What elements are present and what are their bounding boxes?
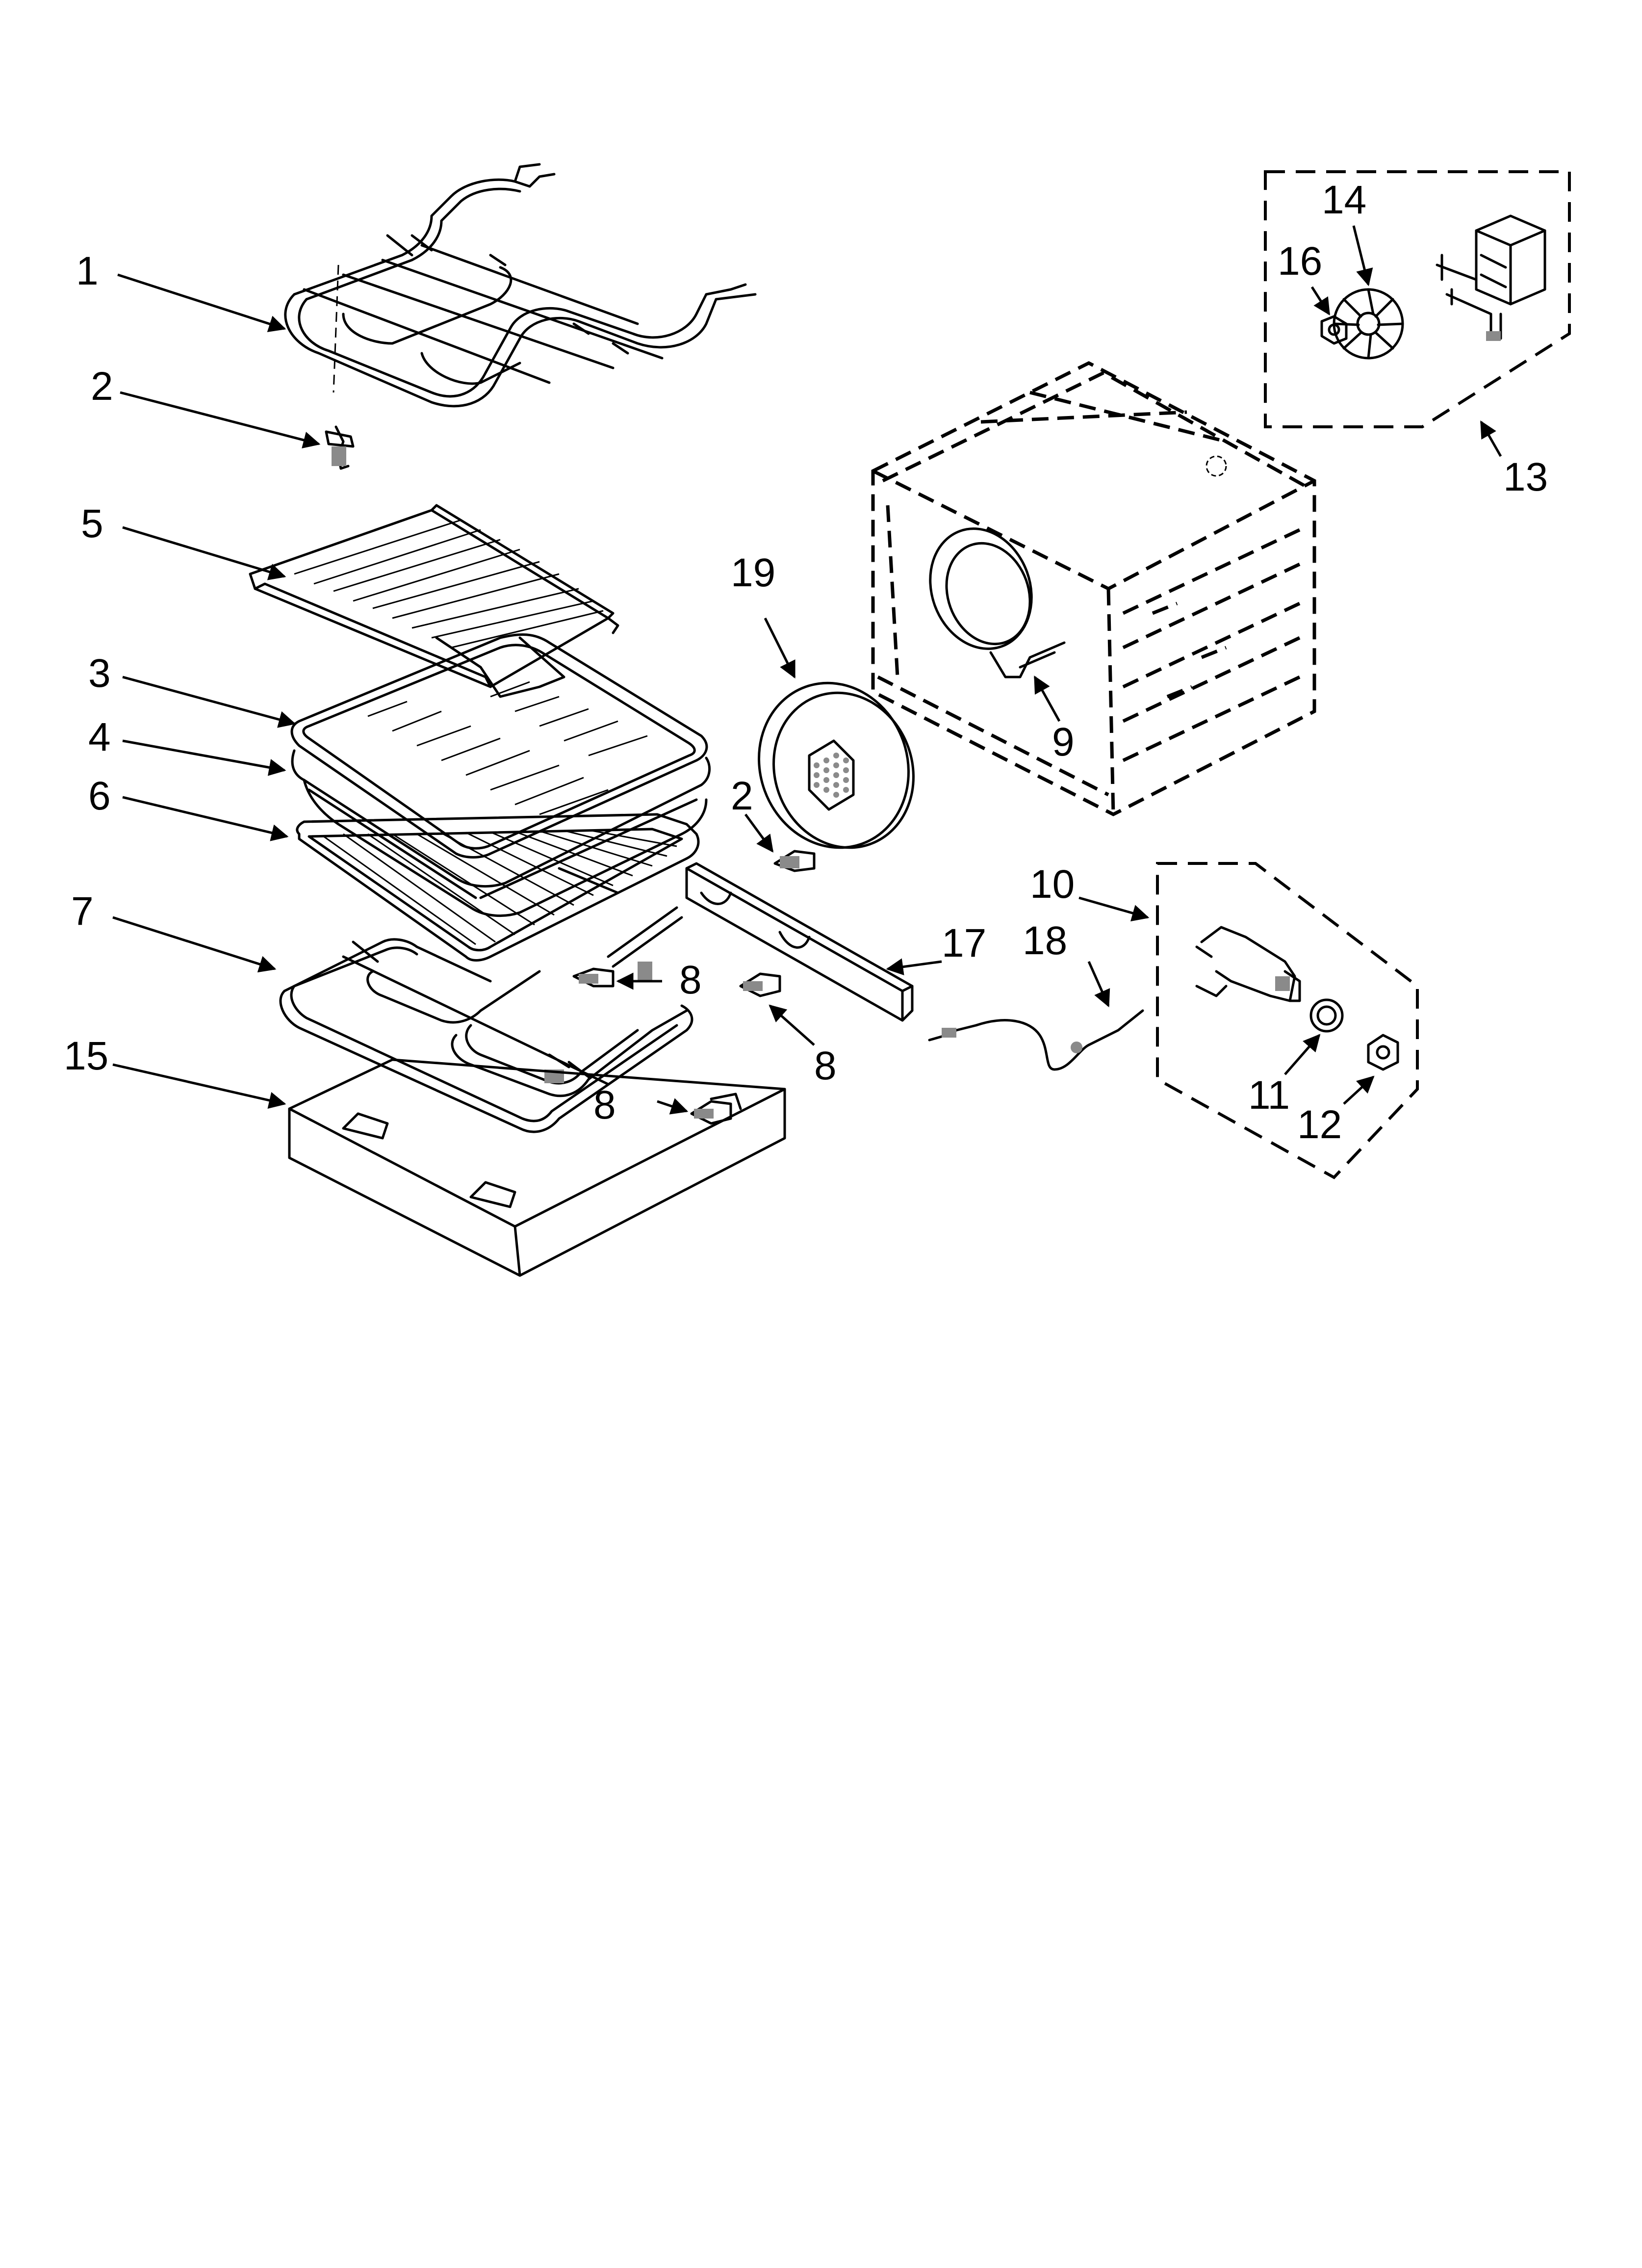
callout-12: 12 — [1297, 1102, 1342, 1147]
callout-4: 4 — [88, 715, 111, 759]
convection-element-part-9 — [929, 527, 1066, 678]
grille-part-5 — [249, 504, 619, 688]
fan-motor-assembly-box-13 — [1264, 170, 1571, 428]
bake-element-part-7 — [279, 906, 693, 1133]
screw-part-8c — [690, 1100, 732, 1125]
sensor-part-10 — [1195, 926, 1301, 1002]
screw-part-2b — [773, 850, 816, 872]
bottom-tray-part-15 — [288, 1058, 786, 1277]
callout-3: 3 — [88, 651, 111, 696]
callout-8b: 8 — [814, 1043, 837, 1088]
nut-part-16 — [1320, 315, 1348, 345]
washer-part-11 — [1309, 998, 1344, 1033]
callout-10: 10 — [1030, 862, 1075, 907]
broil-element-part — [284, 163, 757, 408]
callout-8a: 8 — [679, 958, 702, 1002]
nut-part-12 — [1367, 1034, 1399, 1071]
callout-19: 19 — [731, 550, 775, 595]
callout-14: 14 — [1322, 178, 1366, 222]
screw-part-2a — [325, 425, 355, 470]
callout-18: 18 — [1023, 918, 1067, 963]
callout-16: 16 — [1278, 239, 1322, 284]
oven-cavity — [871, 361, 1316, 816]
broiler-pan-insert-part-3 — [290, 633, 708, 859]
callout-2b: 2 — [731, 774, 753, 818]
fan-motor — [1436, 214, 1546, 341]
callout-15: 15 — [64, 1034, 108, 1078]
callout-1: 1 — [76, 249, 99, 293]
callout-8c: 8 — [593, 1083, 616, 1127]
callout-11: 11 — [1248, 1073, 1290, 1118]
callout-5: 5 — [81, 501, 103, 546]
bracket-part-17 — [685, 862, 914, 1022]
leader-arrows — [112, 225, 1502, 1115]
sensor-assembly-box-10 — [1156, 862, 1419, 1179]
screw-part-8b — [739, 972, 781, 997]
callout-6: 6 — [88, 774, 111, 818]
fan-cover-part-19 — [758, 681, 915, 849]
callout-7: 7 — [71, 889, 94, 934]
meat-probe-part-18 — [928, 1009, 1144, 1071]
callout-13: 13 — [1503, 455, 1548, 499]
callout-9: 9 — [1052, 720, 1075, 764]
callout-labels: 1 2 5 3 4 6 7 15 8 8 8 2 19 17 18 9 10 1… — [64, 178, 1548, 1147]
callout-17: 17 — [942, 921, 986, 965]
callout-2a: 2 — [91, 364, 113, 409]
screw-part-8a — [572, 967, 615, 988]
oven-rack-part-6 — [296, 813, 700, 962]
fan-blade-part-14 — [1333, 288, 1404, 360]
